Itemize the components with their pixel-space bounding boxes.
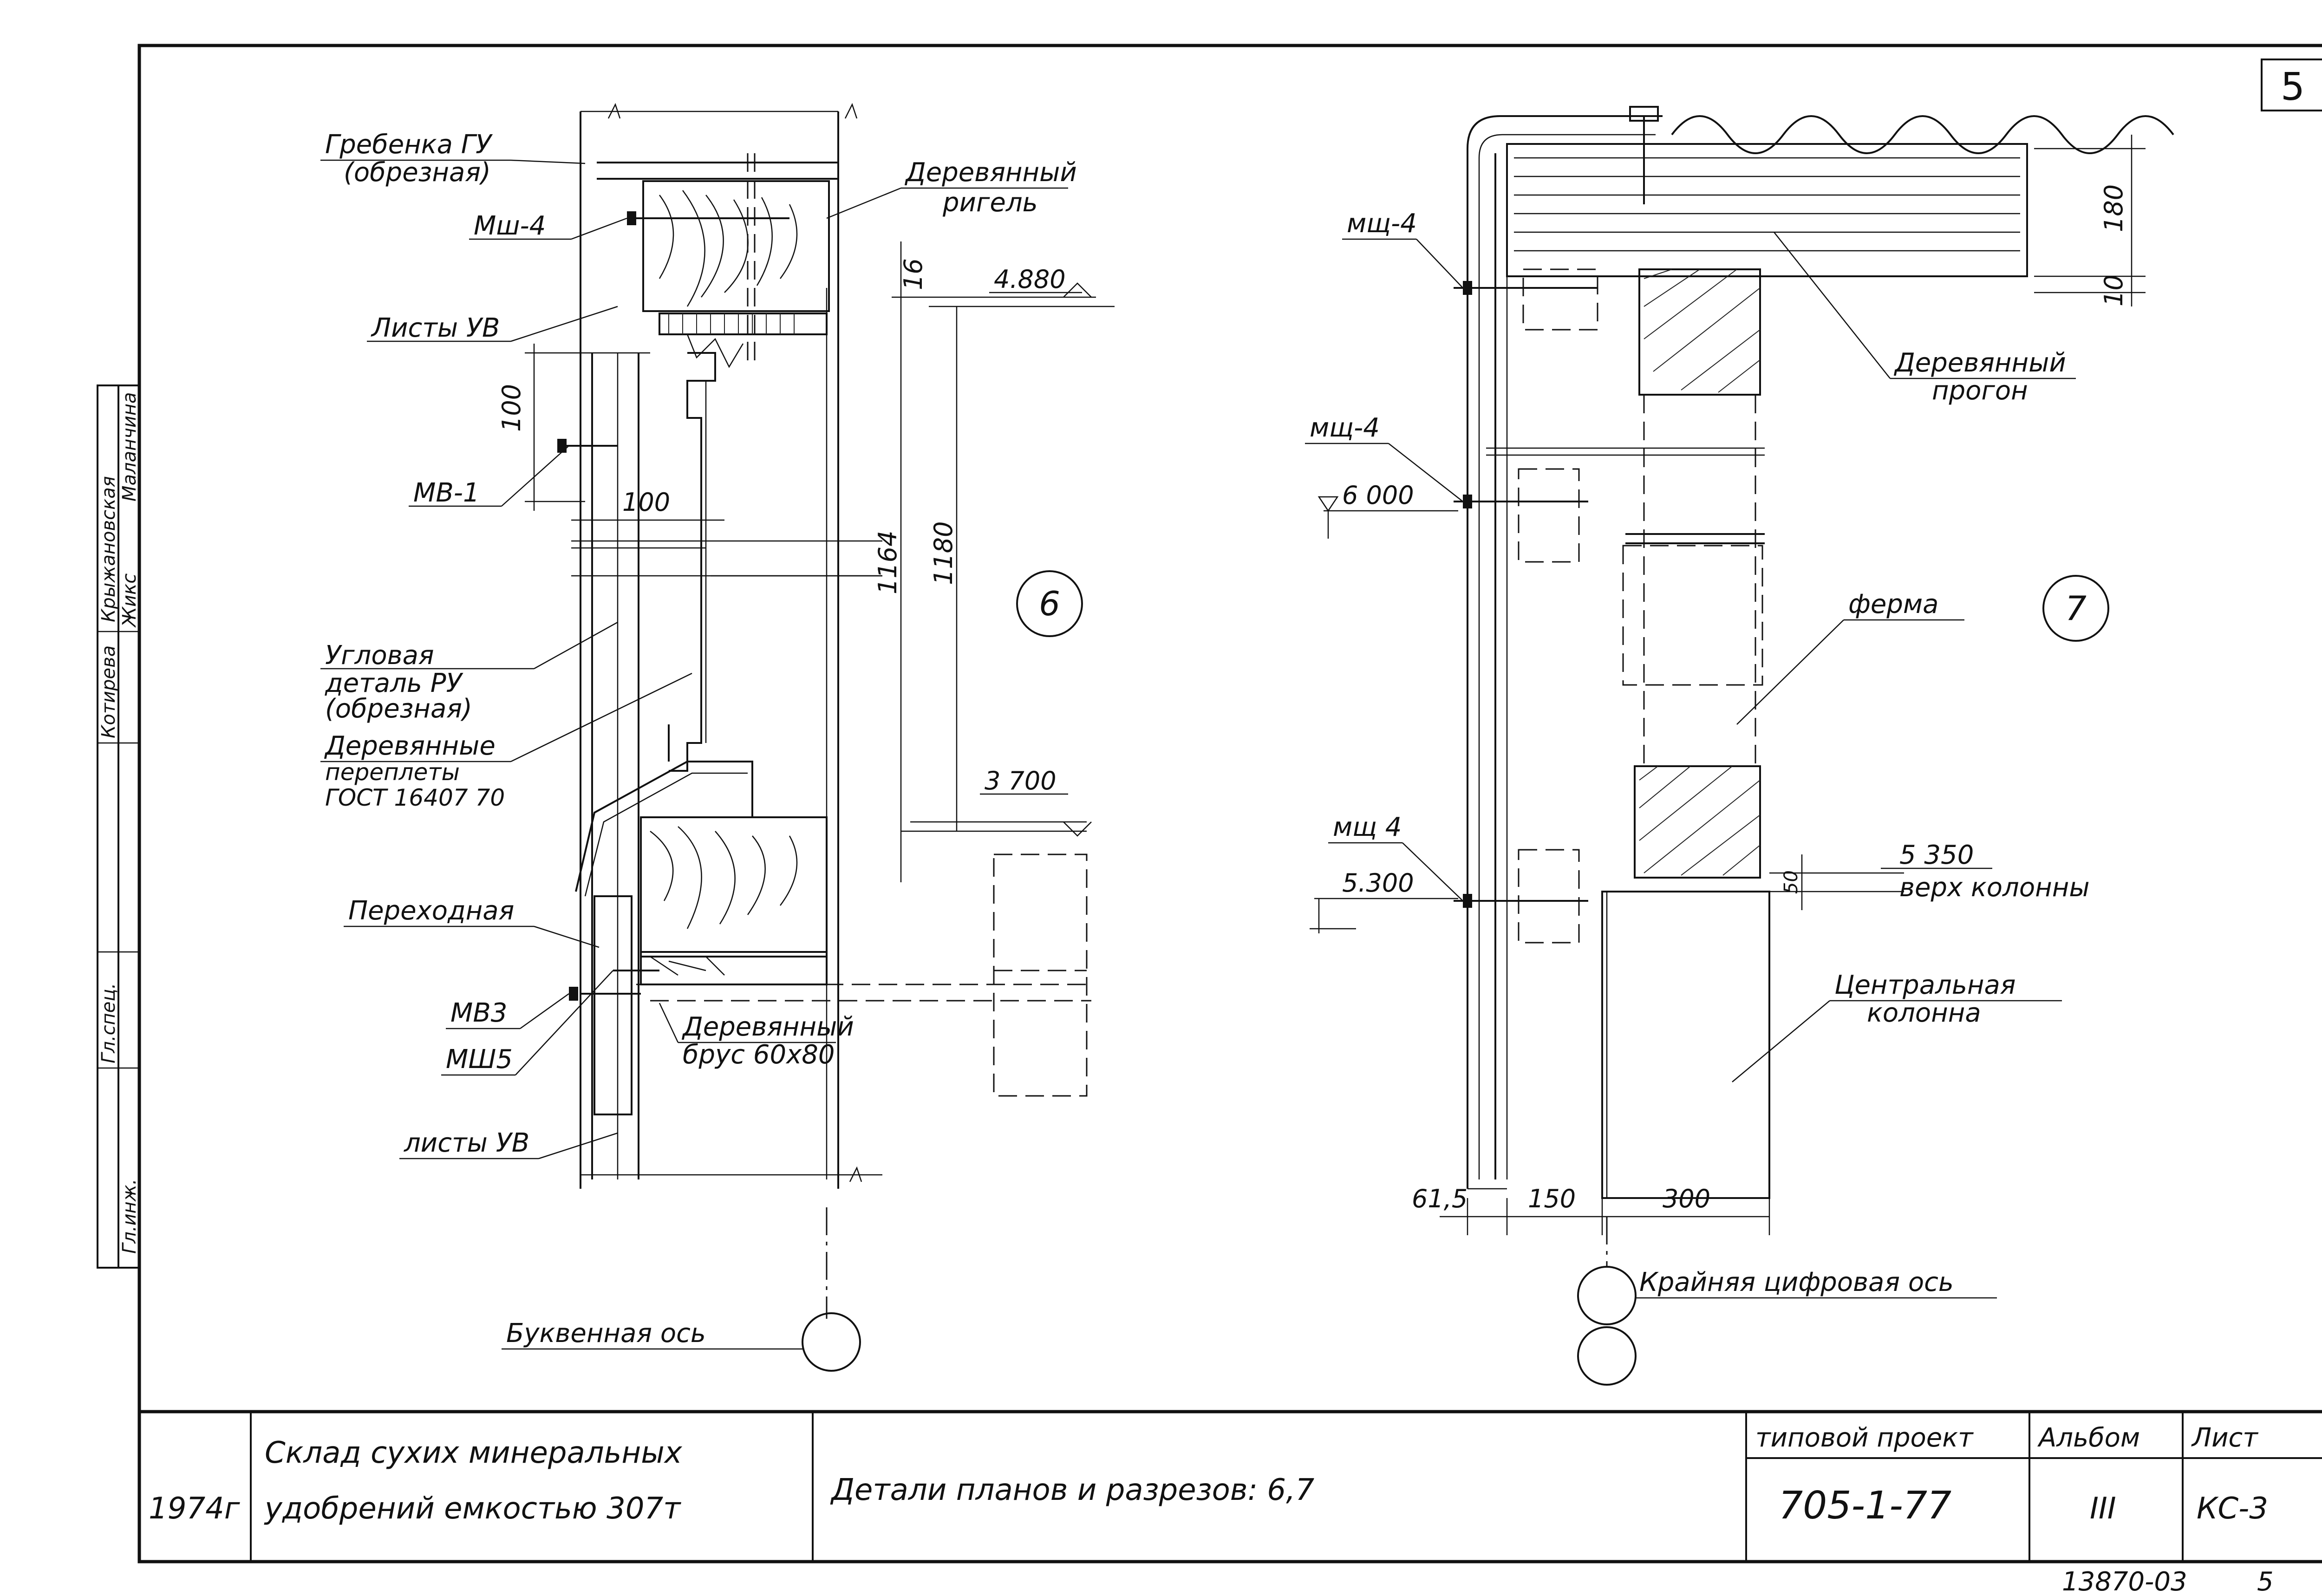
footer-code: 13870-03 bbox=[2062, 1567, 2187, 1596]
label-brus-1: Деревянный bbox=[681, 1012, 854, 1042]
dim-180: 180 bbox=[2099, 184, 2128, 232]
label-listy-uv-bottom: листы УВ bbox=[404, 1128, 529, 1158]
label-axis-letter: Буквенная ось bbox=[506, 1318, 706, 1348]
dim-elev-6000: 6 000 bbox=[1342, 481, 1414, 510]
footer-page: 5 bbox=[2257, 1567, 2274, 1596]
label-col-top-2: верх колонны bbox=[1899, 873, 2090, 903]
dim-1180: 1180 bbox=[929, 521, 958, 585]
label-central-2: колонна bbox=[1867, 998, 1981, 1028]
label-listy-uv-top: Листы УВ bbox=[371, 313, 500, 343]
label-msch4-top: мщ-4 bbox=[1347, 208, 1417, 239]
label-pereplety-3: ГОСТ 16407 70 bbox=[325, 784, 505, 811]
label-msh5: МШ5 bbox=[446, 1044, 513, 1075]
label-grebenka-note: (обрезная) bbox=[344, 157, 491, 188]
dim-50: 50 bbox=[1781, 870, 1802, 894]
title-block: 1974г Склад сухих минеральных удобрений … bbox=[149, 1412, 2322, 1562]
dim-61-5: 61,5 bbox=[1412, 1184, 1468, 1213]
tb-sheet-value: КС-3 bbox=[2197, 1492, 2268, 1526]
dim-16: 16 bbox=[899, 258, 928, 290]
dim-100-v: 100 bbox=[497, 384, 526, 432]
stamp-name-1: Маланчина bbox=[119, 392, 140, 502]
label-msch4-mid: мщ-4 bbox=[1310, 413, 1380, 443]
label-progon-1: Деревянный bbox=[1893, 348, 2066, 378]
tb-object-line-1: Склад сухих минеральных bbox=[265, 1436, 683, 1470]
dim-1164: 1164 bbox=[873, 531, 902, 594]
stamp-sign-2: Котирева bbox=[98, 645, 119, 738]
label-uglovaya-1: Угловая bbox=[325, 640, 434, 671]
label-uglovaya-3: (обрезная) bbox=[325, 694, 472, 724]
label-col-top-1: 5 350 bbox=[1899, 840, 1974, 870]
dim-100-h: 100 bbox=[622, 488, 670, 517]
label-msh4: Мш-4 bbox=[474, 211, 546, 241]
label-ferma: ферма bbox=[1848, 589, 1938, 619]
detail-7-drawing bbox=[1454, 106, 2174, 1386]
label-central-1: Центральная bbox=[1834, 970, 2015, 1000]
axis-bubble-digit-1 bbox=[1577, 1266, 1637, 1325]
detail-6-drawing bbox=[569, 103, 1091, 1372]
axis-bubble-digit-2 bbox=[1577, 1326, 1637, 1386]
axis-bubble-letter bbox=[802, 1312, 861, 1372]
label-msch4-low: мщ 4 bbox=[1333, 812, 1402, 842]
detail-6-labels: Гребенка ГУ (обрезная) Мш-4 Деревянный р… bbox=[320, 130, 1083, 1350]
tb-album-value: III bbox=[2090, 1492, 2116, 1526]
tb-object-line-2: удобрений емкостью 307т bbox=[264, 1492, 681, 1526]
label-axis-digit: Крайняя цифровая ось bbox=[1639, 1267, 1954, 1297]
side-stamp: Гл.инж. Жикс Маланчина Гл.спец. Котирева… bbox=[97, 384, 140, 1269]
label-pereplety-2: переплеты bbox=[325, 759, 460, 786]
tb-sheet-label: Лист bbox=[2191, 1423, 2258, 1453]
dim-elev-4880: 4.880 bbox=[994, 265, 1066, 294]
dim-150: 150 bbox=[1528, 1184, 1576, 1213]
label-rigel-2: ригель bbox=[942, 188, 1038, 218]
tb-album-label: Альбом bbox=[2037, 1423, 2140, 1453]
tb-project-number: 705-1-77 bbox=[1779, 1484, 1951, 1528]
detail-6-marker bbox=[1016, 570, 1083, 637]
label-uglovaya-2: деталь РУ bbox=[325, 668, 463, 698]
dim-10: 10 bbox=[2099, 274, 2128, 306]
label-progon-2: прогон bbox=[1932, 376, 2028, 406]
stamp-role-1: Гл.инж. bbox=[119, 1179, 140, 1254]
dim-elev-5300: 5.300 bbox=[1342, 868, 1414, 898]
detail-6-dimensions: 4.880 16 1164 1180 3 700 100 100 bbox=[497, 241, 1115, 882]
tb-project-label: типовой проект bbox=[1755, 1423, 1974, 1453]
detail-7-labels: мщ-4 Деревянный прогон мщ-4 ферма мщ 4 5… bbox=[1305, 208, 2109, 1299]
dim-300: 300 bbox=[1663, 1184, 1710, 1213]
label-perehodnaya: Переходная bbox=[348, 896, 514, 926]
stamp-role-2: Гл.спец. bbox=[98, 983, 119, 1063]
stamp-name-2: Крыжановская bbox=[98, 476, 119, 622]
label-rigel-1: Деревянный bbox=[904, 157, 1077, 188]
detail-6-marker-text: 6 bbox=[1039, 584, 1060, 623]
dim-elev-3700: 3 700 bbox=[985, 766, 1057, 795]
label-mv3: МВ3 bbox=[450, 998, 507, 1028]
stamp-sign-1: Жикс bbox=[119, 573, 140, 628]
label-brus-2: брус 60х80 bbox=[683, 1040, 835, 1070]
label-mv1: МВ-1 bbox=[413, 478, 480, 508]
tb-year: 1974г bbox=[149, 1492, 240, 1526]
detail-7-marker bbox=[2042, 575, 2109, 642]
label-pereplety-1: Деревянные bbox=[324, 731, 496, 761]
sheet-number: 5 bbox=[2281, 65, 2305, 109]
detail-7-marker-text: 7 bbox=[2065, 589, 2087, 628]
label-grebenka: Гребенка ГУ bbox=[325, 130, 493, 160]
tb-sheet-title: Детали планов и разрезов: 6,7 bbox=[830, 1473, 1314, 1507]
detail-7-dimensions: 180 10 6 000 5.300 50 61,5 150 300 bbox=[1310, 135, 2146, 1235]
